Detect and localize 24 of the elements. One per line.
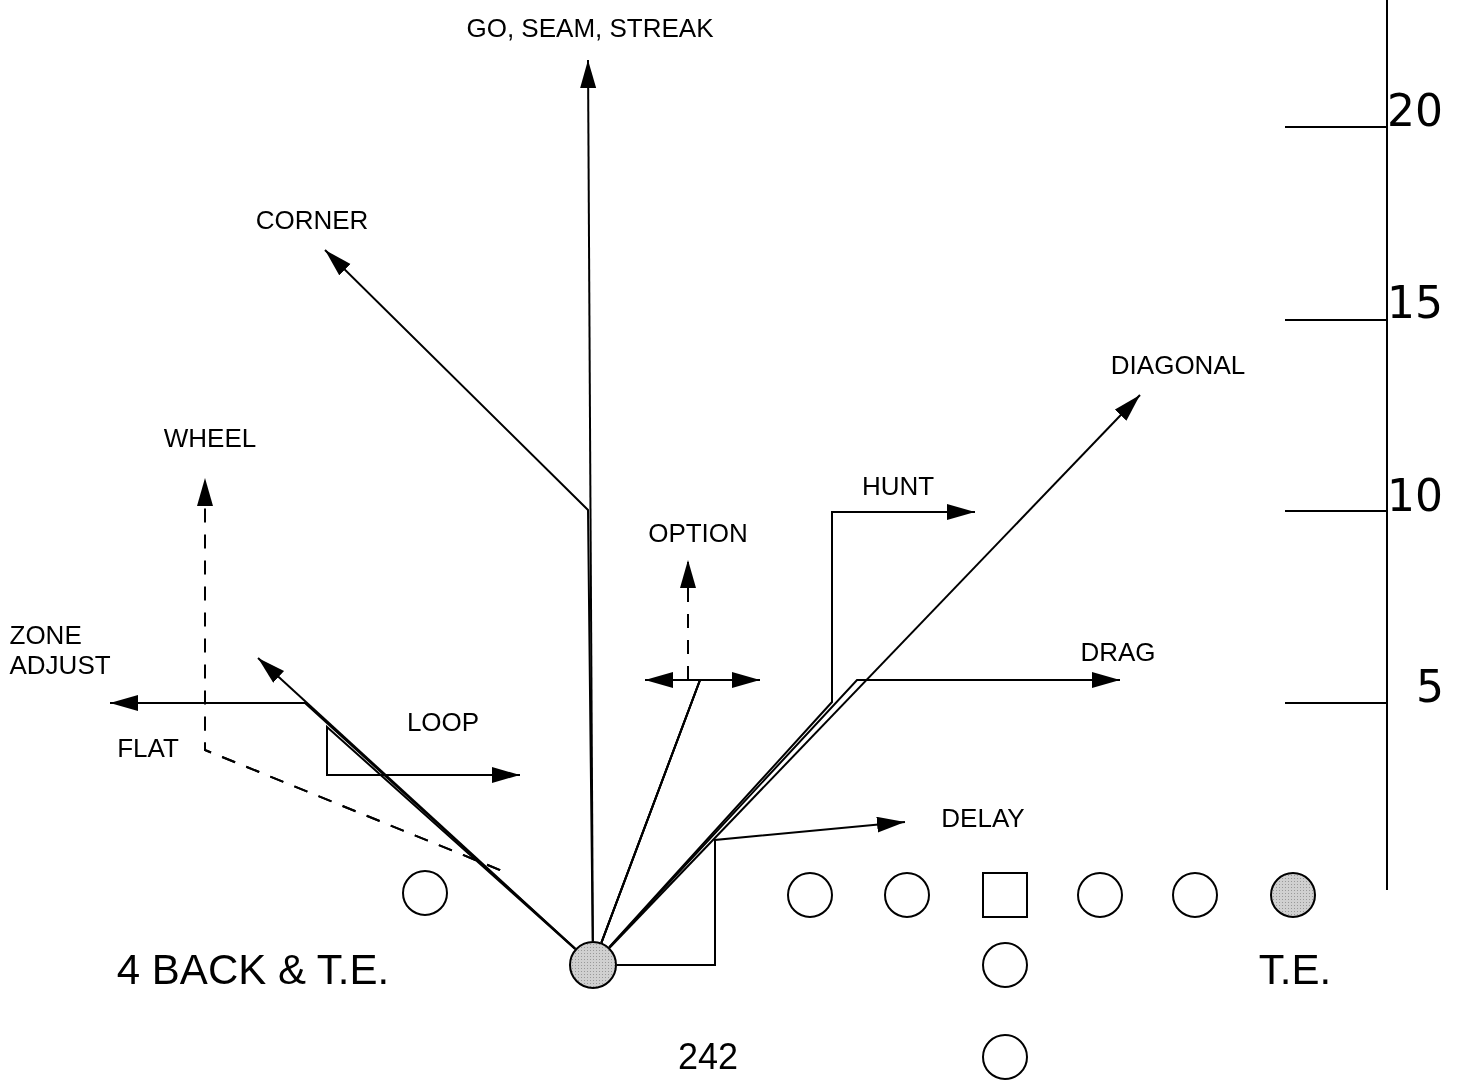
player-circle bbox=[1077, 872, 1123, 918]
player-circle bbox=[982, 942, 1028, 988]
formation-label: 242 bbox=[677, 1036, 739, 1078]
player-circle bbox=[569, 941, 617, 989]
route-arrow bbox=[608, 504, 976, 949]
formation-label: T.E. bbox=[1258, 946, 1332, 994]
player-circle bbox=[787, 872, 833, 918]
center-square bbox=[982, 872, 1028, 918]
player-circle bbox=[402, 870, 448, 916]
yard-number: 5 bbox=[1416, 660, 1444, 712]
route-arrow bbox=[326, 724, 577, 950]
route-arrow bbox=[324, 249, 594, 942]
player-circle bbox=[1270, 872, 1316, 918]
route-arrow bbox=[608, 394, 1141, 949]
route-arrow bbox=[616, 816, 906, 966]
yard-number: 20 bbox=[1387, 84, 1443, 136]
yard-number: 10 bbox=[1387, 469, 1443, 521]
player-circle bbox=[1172, 872, 1218, 918]
player-circle bbox=[982, 1034, 1028, 1080]
yard-number: 15 bbox=[1387, 276, 1443, 328]
route-arrow bbox=[600, 559, 702, 944]
route-arrow bbox=[608, 672, 1121, 949]
formation-label: 4 BACK & T.E. bbox=[116, 946, 390, 994]
player-circle bbox=[884, 872, 930, 918]
